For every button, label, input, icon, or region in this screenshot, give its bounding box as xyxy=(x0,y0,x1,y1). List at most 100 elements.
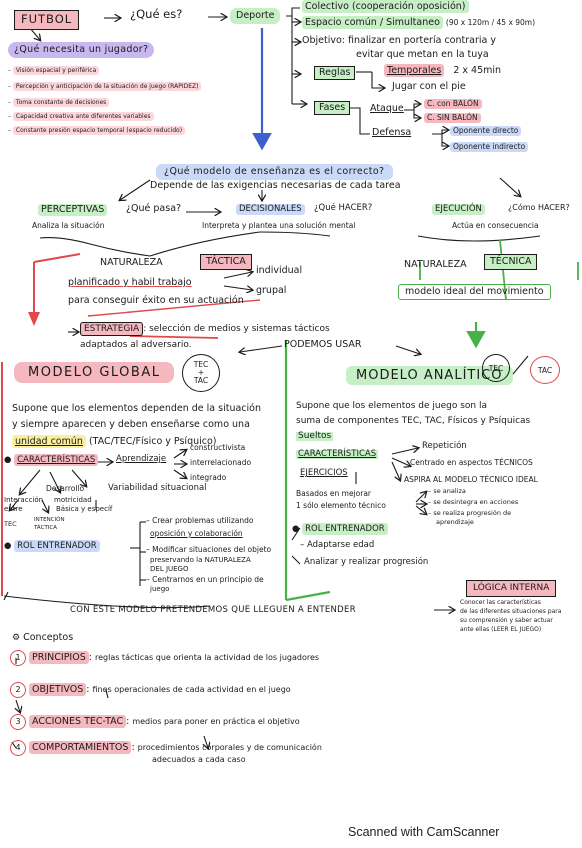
global-p2: y siempre aparecen y deben enseñarse com… xyxy=(12,419,250,430)
camscanner-footer: Scanned with CamScanner xyxy=(348,825,500,839)
defensa-label: Defensa xyxy=(372,127,412,138)
badge-plus: + xyxy=(197,368,205,378)
estrategia-label: ESTRATEGIA xyxy=(80,322,144,336)
con-balon-label: C. con BALÓN xyxy=(424,99,482,109)
logica-desc-3: su comprensión y saber actuar xyxy=(460,617,553,624)
deporte-label: Deporte xyxy=(230,8,281,24)
tac-badge-text: TAC xyxy=(537,365,553,375)
concepto-2-name: OBJETIVOS xyxy=(29,683,87,696)
sueltos-label: Sueltos xyxy=(296,431,334,441)
se-desintegra-label: – se desintegra en acciones xyxy=(428,498,519,506)
variabilidad-label: Variabilidad situacional xyxy=(108,483,207,493)
rol-item-4: preservando la NATURALEZA xyxy=(150,556,251,564)
rol-item-6: – Centrarnos en un principio de xyxy=(146,575,264,584)
conseguir-text: para conseguir éxito en su actuación xyxy=(68,295,244,306)
se-realiza-text: se realiza progresión de xyxy=(433,509,512,517)
centrado-label: Centrado en aspectos TÉCNICOS xyxy=(410,458,533,467)
grupal-label: grupal xyxy=(256,285,287,296)
analitico-p2: suma de componentes TEC, TAC, Físicos y … xyxy=(296,416,531,426)
concepto-1-number: 1 xyxy=(10,650,26,666)
actua-text: Actúa en consecuencia xyxy=(452,221,539,230)
necesita-item-1: – Visión espacial y periférica xyxy=(8,66,100,75)
necesita-item-1-text: Visión espacial y periférica xyxy=(12,66,100,75)
necesita-item-3: – Toma constante de decisiones xyxy=(8,98,110,107)
bullet-icon-2: ● xyxy=(4,541,12,551)
necesita-item-3-text: Toma constante de decisiones xyxy=(12,98,110,107)
global-caracteristicas-line: ● CARACTERÍSTICAS xyxy=(4,454,99,466)
como-hacer-label: ¿Cómo HACER? xyxy=(508,203,570,212)
concepto-1-desc: reglas tácticas que orienta la actividad… xyxy=(94,653,320,662)
tec-badge: TEC xyxy=(482,354,510,382)
fases-box: Fases xyxy=(314,101,351,115)
estrategia-line: ESTRATEGIA: selección de medios y sistem… xyxy=(80,322,330,336)
concepto-2: 2 OBJETIVOS: fines operacionales de cada… xyxy=(10,682,291,698)
logica-desc-4: ante ellas (LEER EL JUEGO) xyxy=(460,626,542,633)
concepto-4-number: 4 xyxy=(10,740,26,756)
motricidad-label: motricidad xyxy=(54,496,92,504)
unidad-comun-rest: (TAC/TEC/Físico y Psíquico) xyxy=(88,436,217,447)
jugar-pie-text: Jugar con el pie xyxy=(392,81,466,92)
aspira-label: ASPIRA AL MODELO TÉCNICO IDEAL xyxy=(404,475,538,484)
interaccion-label: Interacción xyxy=(4,496,44,504)
espacio-label: Espacio común / Simultaneo xyxy=(302,16,443,29)
necesita-item-2-text: Percepción y anticipación de la situació… xyxy=(12,82,202,91)
global-rol-line: ● ROL ENTRENADOR xyxy=(4,540,100,552)
concepto-3: 3 ACCIONES TEC-TAC: medios para poner en… xyxy=(10,714,300,730)
analizar-label: Analizar y realizar progresión xyxy=(304,557,429,567)
tec-label: TEC xyxy=(4,520,17,528)
concepto-2-desc: fines operacionales de cada actividad en… xyxy=(92,685,291,694)
badge-tac: TAC xyxy=(193,375,209,385)
estrategia-desc: : selección de medios y sistemas táctico… xyxy=(143,324,330,334)
naturaleza-tecnica-label: NATURALEZA xyxy=(404,259,467,270)
analiza-text: Analiza la situación xyxy=(32,221,105,230)
pregunta-title: ¿Qué modelo de enseñanza es el correcto? xyxy=(156,164,393,180)
temporales-label: Temporales xyxy=(384,64,445,77)
concepto-3-desc: medios para poner en práctica el objetiv… xyxy=(132,717,300,726)
concepto-4-desc: procedimientos corporales y de comunicac… xyxy=(137,743,322,752)
entre-label: entre xyxy=(4,505,23,513)
necesita-item-4-text: Capacidad creativa ante diferentes varia… xyxy=(12,112,154,121)
rol-item-7: juego xyxy=(150,585,170,593)
intencion-label: INTENCIÓN xyxy=(34,517,65,523)
necesita-item-4: – Capacidad creativa ante diferentes var… xyxy=(8,112,154,121)
global-caracteristicas-label: CARACTERÍSTICAS xyxy=(14,454,99,466)
objetivo-text-2: evitar que metan en la tuya xyxy=(356,49,489,60)
concepto-4-name: COMPORTAMIENTOS xyxy=(29,741,132,754)
global-p1: Supone que los elementos dependen de la … xyxy=(12,403,261,414)
basados-label: Basados en mejorar xyxy=(296,489,371,498)
tecnica-box: TÉCNICA xyxy=(484,254,538,270)
necesita-item-5: – Constante presión espacio temporal (es… xyxy=(8,126,186,135)
logica-interna-box: LÓGICA INTERNA xyxy=(466,580,557,597)
concepto-4-desc-2: adecuados a cada caso xyxy=(152,755,246,764)
tactica-box: TÁCTICA xyxy=(200,254,252,270)
concepto-2-number: 2 xyxy=(10,682,26,698)
gear-icon: ⚙ xyxy=(12,633,21,643)
tactica-small-label: TÁCTICA xyxy=(34,525,58,531)
se-analiza-text: se analiza xyxy=(433,487,466,495)
analitico-p1: Supone que los elementos de juego son la xyxy=(296,401,487,411)
naturaleza-tactica-label: NATURALEZA xyxy=(100,257,163,268)
modelo-analitico-title: MODELO ANALÍTICO xyxy=(346,366,513,385)
se-desintegra-text: se desintegra en acciones xyxy=(433,498,519,506)
necesita-item-5-text: Constante presión espacio temporal (espa… xyxy=(12,126,186,135)
rol-item-3-text: Modificar situaciones del objeto xyxy=(152,545,272,554)
modelo-global-title: MODELO GLOBAL xyxy=(14,362,175,383)
se-analiza-label: – se analiza xyxy=(428,487,466,495)
ataque-label: Ataque xyxy=(370,103,404,114)
podemos-usar-label: PODEMOS USAR xyxy=(284,339,362,350)
colectivo-text: Colectivo (cooperación oposición) xyxy=(302,0,469,13)
bullet-icon-3: ● xyxy=(292,524,300,534)
rol-item-1: – Crear problemas utilizando xyxy=(146,516,254,525)
reglas-box: Reglas xyxy=(314,66,356,80)
adaptarse-text: Adaptarse edad xyxy=(306,540,375,550)
interpreta-text: Interpreta y plantea una solución mental xyxy=(202,221,356,230)
rol-item-1-text: Crear problemas utilizando xyxy=(152,516,254,525)
desarrollo-label: Desarrollo xyxy=(46,484,85,493)
analitico-rol-line: ● ROL ENTRENADOR xyxy=(292,523,388,535)
espacio-dims: (90 x 120m / 45 x 90m) xyxy=(445,18,536,27)
que-pasa-label: ¿Qué pasa? xyxy=(126,203,182,214)
individual-label: individual xyxy=(256,265,303,276)
global-unidad-line: unidad común (TAC/TEC/Físico y Psíquico) xyxy=(12,435,217,448)
integrado-label: integrado xyxy=(190,473,227,482)
que-es-label: ¿Qué es? xyxy=(130,7,183,21)
